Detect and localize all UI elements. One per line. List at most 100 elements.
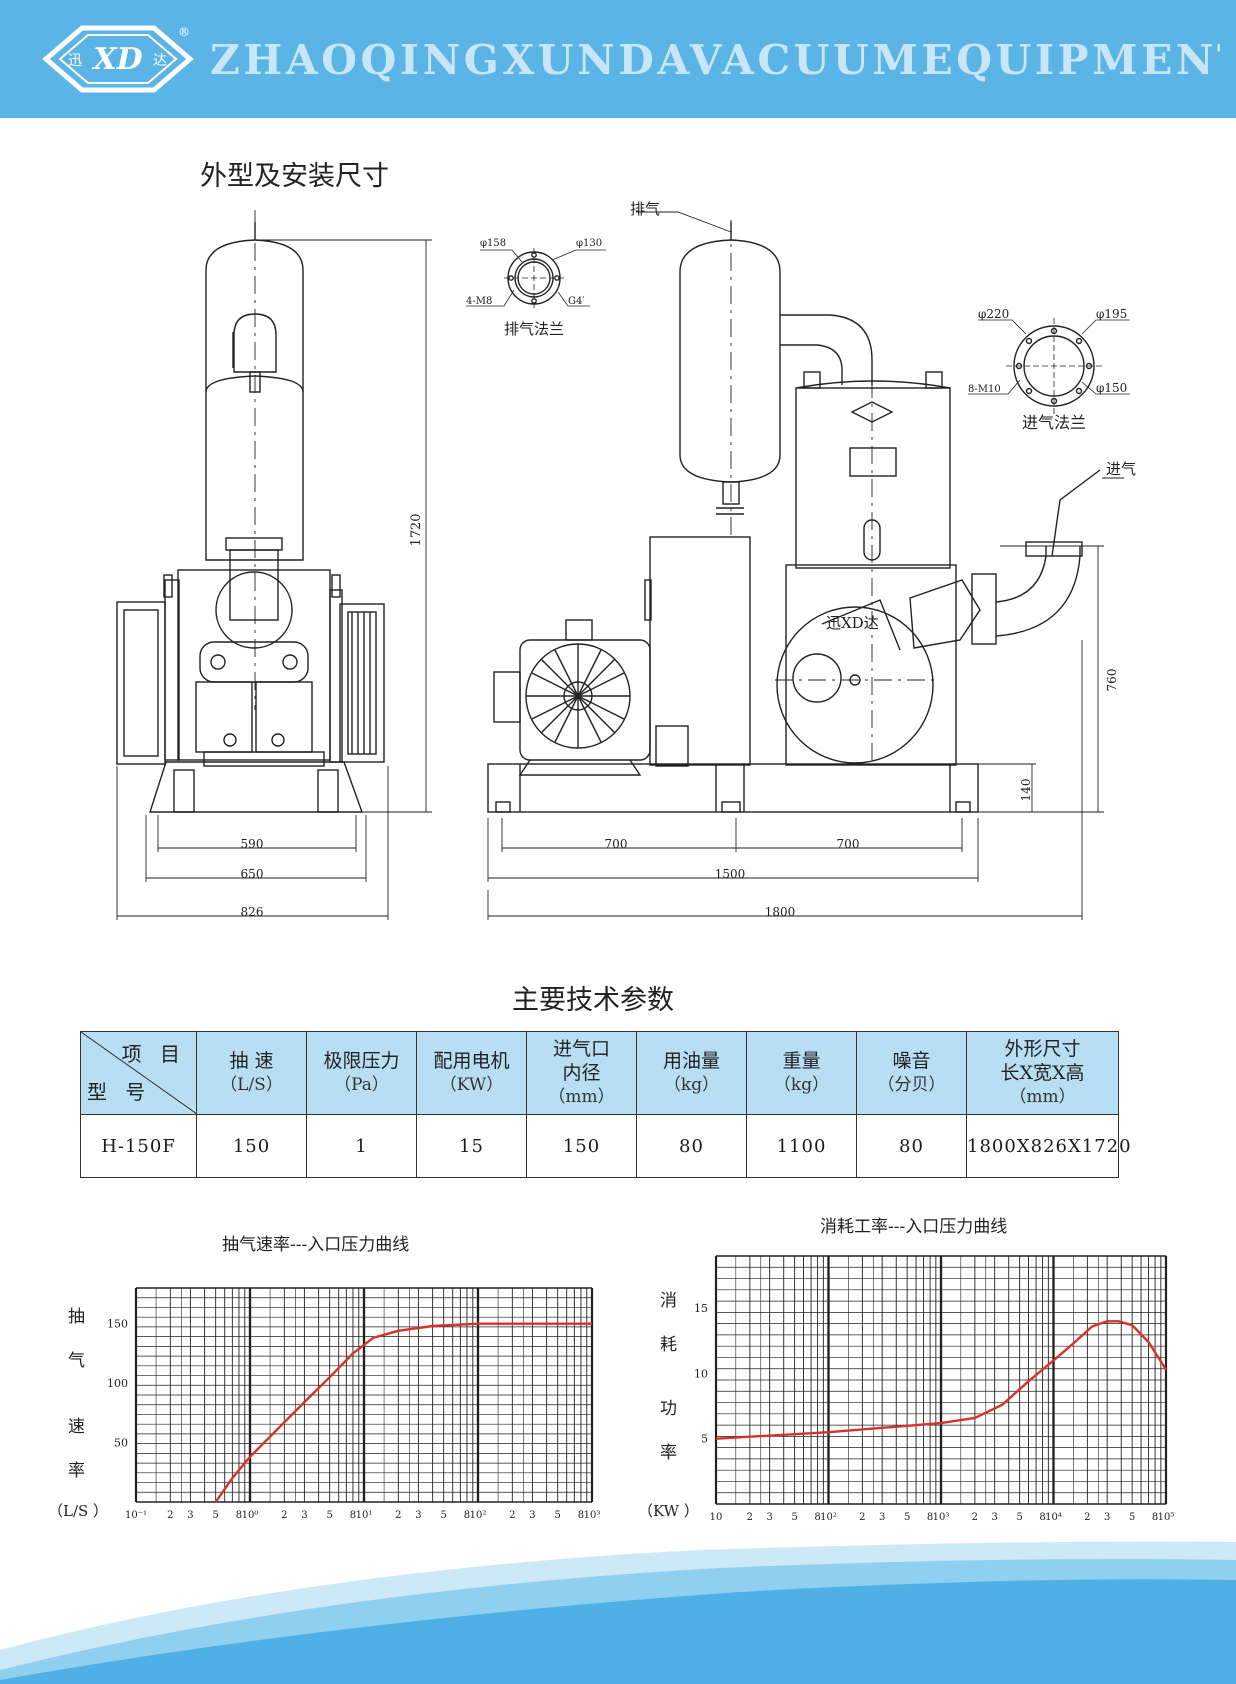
x-tick-label: 8	[1039, 1512, 1045, 1523]
x-tick-label: 3	[415, 1510, 421, 1521]
exhaust-flange-bolts: 4-M8	[466, 296, 492, 307]
col-unit: （kg）	[663, 1075, 720, 1095]
col-unit: （分贝）	[877, 1075, 946, 1095]
spec-col-noise: 噪音 （分贝）	[856, 1031, 967, 1115]
col-unit: （L/S）	[220, 1075, 283, 1095]
col-name: 外形尺寸 长X宽X高	[1000, 1038, 1085, 1084]
x-tick-label: 10⁰	[242, 1510, 259, 1521]
dim-590: 590	[241, 837, 264, 851]
col-unit: （mm）	[1009, 1087, 1076, 1107]
x-tick-label: 5	[1129, 1512, 1135, 1523]
cell-noise: 80	[856, 1114, 967, 1178]
chart1-title: 抽气速率---入口压力曲线	[222, 1235, 410, 1255]
dim-826: 826	[241, 905, 264, 919]
x-tick-label: 10²	[470, 1510, 487, 1521]
x-tick-label: 3	[991, 1512, 997, 1523]
x-tick-label: 8	[350, 1510, 356, 1521]
corner-diagonal	[81, 1032, 197, 1114]
chart2-ylabel-3: 功	[660, 1399, 677, 1419]
chart2-ylabel-2: 耗	[660, 1335, 677, 1355]
dim-700-right: 700	[837, 837, 860, 851]
spec-col-inlet-diameter: 进气口 内径 （mm）	[526, 1031, 637, 1115]
inlet-flange-diagram	[968, 318, 1130, 414]
x-tick-label: 8	[236, 1510, 242, 1521]
x-tick-label: 5	[791, 1512, 797, 1523]
y-tick-label: 15	[694, 1302, 708, 1315]
series-line	[214, 1322, 592, 1503]
col-name: 进气口 内径	[552, 1038, 610, 1084]
x-tick-label: 10³	[584, 1510, 601, 1521]
cell-dimensions: 1800X826X1720	[966, 1114, 1131, 1178]
exhaust-flange-d2: φ130	[576, 238, 602, 249]
col-name: 抽 速	[229, 1050, 274, 1072]
series-line	[715, 1320, 1168, 1440]
inlet-flange-d3: φ150	[1096, 381, 1127, 395]
spec-col-speed: 抽 速 （L/S）	[196, 1031, 307, 1115]
col-name: 重量	[782, 1050, 821, 1072]
x-tick-label: 2	[167, 1510, 173, 1521]
y-tick-label: 50	[114, 1437, 128, 1450]
cell-weight: 1100	[746, 1114, 857, 1178]
x-tick-label: 8	[1152, 1512, 1158, 1523]
corner-label-item: 项 目	[121, 1042, 186, 1066]
x-tick-label: 10	[710, 1512, 723, 1523]
col-name: 配用电机	[433, 1050, 510, 1072]
x-tick-label: 2	[859, 1512, 865, 1523]
y-tick-label: 100	[107, 1377, 128, 1390]
chart2-ylabel-4: 率	[660, 1443, 677, 1463]
company-logo-icon: XD 迅 达 ®	[42, 25, 194, 93]
col-unit: （mm）	[548, 1087, 615, 1107]
x-tick-label: 5	[1016, 1512, 1022, 1523]
exhaust-flange-caption: 排气法兰	[504, 320, 564, 338]
x-tick-label: 8	[927, 1512, 933, 1523]
chart2-yunit: （KW ）	[638, 1502, 699, 1520]
col-name: 用油量	[662, 1050, 720, 1072]
x-tick-label: 10²	[820, 1512, 837, 1523]
x-tick-label: 5	[904, 1512, 910, 1523]
logo-left-char: 迅	[68, 53, 82, 69]
col-name: 噪音	[892, 1050, 931, 1072]
x-tick-label: 10¹	[356, 1510, 373, 1521]
x-tick-label: 8	[814, 1512, 820, 1523]
spec-col-oil: 用油量 （kg）	[636, 1031, 747, 1115]
cell-speed: 150	[196, 1114, 307, 1178]
exhaust-flange-thread: G4′	[568, 296, 585, 307]
dim-700-left: 700	[605, 837, 628, 851]
inlet-flange-d1: φ220	[978, 307, 1009, 321]
pump-logo-text: 迅XD达	[826, 614, 879, 632]
chart1-ylabel-3: 速	[68, 1417, 85, 1437]
cell-model: H-150F	[80, 1114, 197, 1178]
dim-650: 650	[241, 867, 264, 881]
inlet-flange-d2: φ195	[1096, 307, 1127, 321]
x-tick-label: 3	[1104, 1512, 1110, 1523]
x-tick-label: 10⁵	[1158, 1512, 1175, 1523]
x-tick-label: 10³	[933, 1512, 950, 1523]
y-tick-label: 150	[107, 1318, 128, 1331]
dim-height-1720: 1720	[409, 513, 424, 546]
installation-drawing: 1720 590 650 826 700 700 1500 1800 760 1…	[116, 200, 1136, 920]
spec-corner-cell: 项 目 型 号	[80, 1031, 197, 1115]
corner-label-model: 型 号	[87, 1080, 152, 1104]
front-view	[116, 210, 385, 813]
cell-inlet: 150	[526, 1114, 637, 1178]
logo-text: XD	[91, 42, 142, 77]
dim-1800: 1800	[765, 905, 796, 919]
spec-header-row: 项 目 型 号 抽 速（L/S） 极限压力（Pa） 配用电机（KW） 进气口 内…	[80, 1031, 1119, 1115]
specs-title: 主要技术参数	[512, 985, 674, 1016]
chart1-ylabel-1: 抽	[68, 1307, 85, 1327]
x-tick-label: 3	[529, 1510, 535, 1521]
inlet-flange-bolts: 8-M10	[968, 384, 1001, 395]
drawing-title: 外型及安装尺寸	[200, 161, 389, 192]
table-row: H-150F 150 1 15 150 80 1100 80 1800X826X…	[80, 1114, 1131, 1178]
x-tick-label: 5	[554, 1510, 560, 1521]
x-tick-label: 3	[301, 1510, 307, 1521]
x-tick-label: 3	[187, 1510, 193, 1521]
company-name: ZHAOQINGXUNDAVACUUMEQUIPMENTCO.LTD	[210, 36, 1220, 84]
col-unit: （kg）	[773, 1075, 830, 1095]
x-tick-label: 2	[1084, 1512, 1090, 1523]
spec-col-dimensions: 外形尺寸 长X宽X高 （mm）	[966, 1031, 1119, 1115]
header-banner: XD 迅 达 ® ZHAOQINGXUNDAVACUUMEQUIPMENTCO.…	[0, 0, 1236, 118]
cell-motor: 15	[416, 1114, 527, 1178]
x-tick-label: 5	[440, 1510, 446, 1521]
col-unit: （KW）	[439, 1075, 504, 1095]
